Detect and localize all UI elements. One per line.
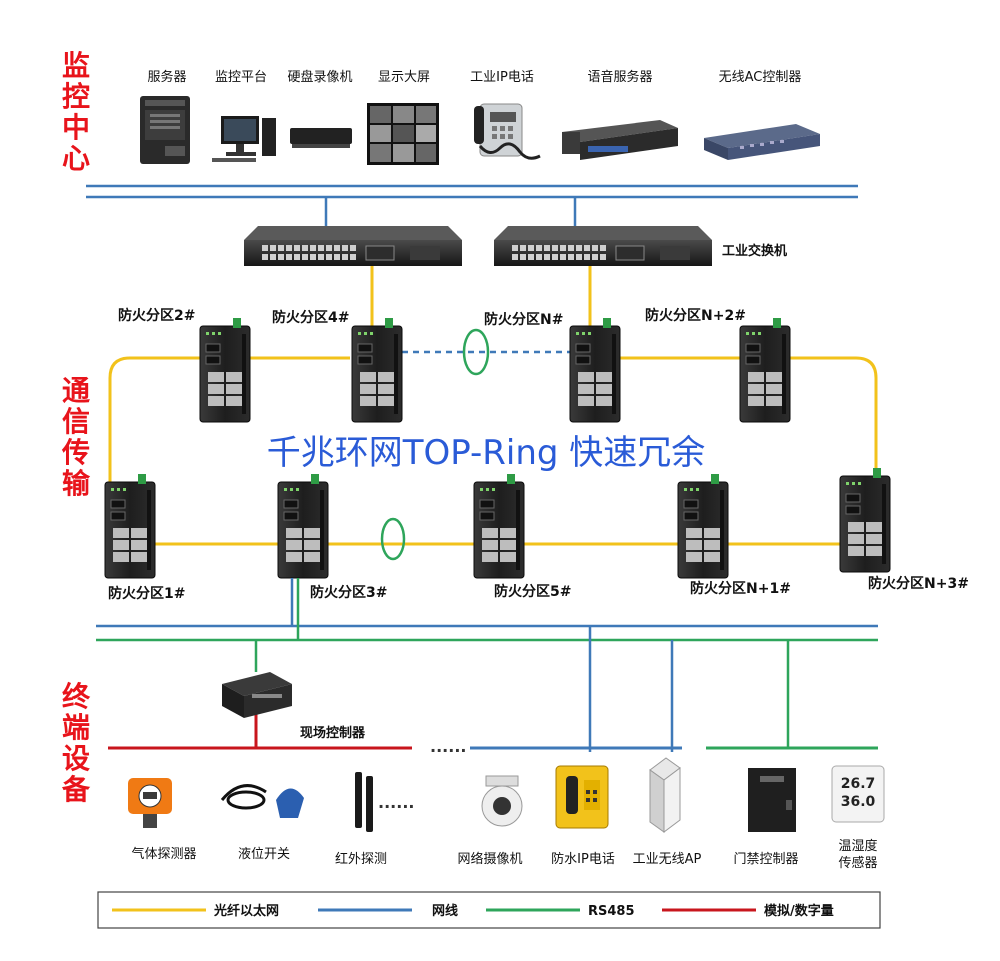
zone-label-n: 防火分区N# (484, 311, 563, 328)
svg-text:红外探测: 红外探测 (335, 851, 387, 867)
ring-break-marker-bottom (380, 517, 406, 561)
wireless-ac-controller-icon (704, 124, 820, 160)
zone-label-n3: 防火分区N+3# (868, 575, 969, 592)
svg-text:网络摄像机: 网络摄像机 (457, 851, 522, 867)
network-camera-icon (481, 775, 523, 827)
zone-label-2: 防火分区2# (118, 307, 195, 324)
video-wall-icon (367, 103, 439, 165)
field-controller-icon (222, 672, 292, 718)
wireless-ap-icon (649, 757, 681, 833)
svg-text:终: 终 (62, 680, 91, 713)
ring-switch-zone1-icon (104, 473, 156, 579)
level-switch-icon (220, 784, 304, 818)
svg-text:气体探测器: 气体探测器 (131, 846, 196, 862)
sensor-reading-humidity: 36.0 (841, 794, 876, 810)
ring-switch-zoneN-icon (569, 317, 621, 423)
ring-switch-zoneN2-icon (739, 317, 791, 423)
field-buses (96, 578, 878, 752)
svg-text:控: 控 (62, 80, 90, 113)
gas-detector-icon (128, 778, 172, 828)
svg-text:传感器: 传感器 (838, 855, 877, 871)
zone-label-4: 防火分区4# (272, 309, 349, 326)
section-monitor-center: 监 控 中 心 (62, 49, 90, 175)
zone-label-1: 防火分区1# (108, 585, 185, 602)
terminal-device-labels: 气体探测器 液位开关 红外探测 网络摄像机 防水IP电话 工业无线AP 门禁控制… (131, 838, 877, 871)
temp-humidity-sensor-icon: 26.7 36.0 (831, 765, 885, 823)
svg-text:工业IP电话: 工业IP电话 (470, 70, 534, 85)
ring-switch-zone2-icon (199, 317, 251, 423)
legend-fiber: 光纤以太网 (213, 903, 279, 919)
fiber-ring (108, 266, 878, 546)
center-lan-bus (86, 184, 858, 230)
switch-label: 工业交换机 (722, 243, 787, 259)
ring-switch-zone3-icon (277, 473, 329, 579)
waterproof-ip-phone-icon (555, 765, 609, 829)
bus-continuation-dots: ...... (430, 737, 466, 756)
svg-text:语音服务器: 语音服务器 (587, 69, 652, 85)
ring-break-marker-top (462, 328, 490, 376)
svg-text:端: 端 (62, 711, 90, 744)
svg-text:工业无线AP: 工业无线AP (633, 852, 702, 867)
monitoring-platform-icon (212, 116, 276, 162)
legend-analog: 模拟/数字量 (764, 903, 834, 919)
svg-text:......: ...... (378, 793, 414, 812)
svg-text:通: 通 (62, 374, 90, 407)
svg-text:信: 信 (62, 405, 90, 438)
industrial-switch-1-icon (244, 226, 462, 266)
zone-label-n2: 防火分区N+2# (645, 307, 746, 324)
industrial-switch-2-icon (494, 226, 712, 266)
server-icon (140, 96, 190, 164)
legend: 光纤以太网 网线 RS485 模拟/数字量 (97, 891, 881, 929)
svg-text:门禁控制器: 门禁控制器 (733, 852, 798, 867)
ring-switch-zoneN1-icon (677, 473, 729, 579)
svg-text:液位开关: 液位开关 (238, 847, 290, 862)
access-controller-icon (748, 768, 796, 832)
ring-title: 千兆环网TOP-Ring 快速冗余 (267, 433, 706, 473)
svg-text:服务器: 服务器 (147, 69, 186, 85)
svg-text:备: 备 (61, 773, 91, 806)
svg-text:防水IP电话: 防水IP电话 (551, 851, 615, 867)
svg-text:监: 监 (62, 49, 90, 82)
zone-label-5: 防火分区5# (494, 583, 571, 600)
svg-text:传: 传 (61, 436, 90, 469)
sensor-reading-temp: 26.7 (841, 776, 876, 792)
svg-text:硬盘录像机: 硬盘录像机 (287, 69, 352, 85)
svg-text:监控平台: 监控平台 (215, 70, 267, 85)
ring-switch-zoneN3-icon (839, 467, 891, 573)
section-terminal: 终 端 设 备 (61, 680, 91, 806)
svg-text:输: 输 (62, 467, 91, 500)
ring-switch-zone5-icon (473, 473, 525, 579)
center-device-labels: 服务器 监控平台 硬盘录像机 显示大屏 工业IP电话 语音服务器 无线AC控制器 (147, 69, 801, 85)
zone-label-n1: 防火分区N+1# (690, 580, 791, 597)
ip-phone-icon (474, 103, 541, 160)
zone-label-3: 防火分区3# (310, 584, 387, 601)
section-communication: 通 信 传 输 (61, 374, 91, 500)
svg-text:中: 中 (62, 111, 90, 144)
ring-switch-zone4-icon (351, 317, 403, 423)
legend-cable: 网线 (432, 903, 458, 919)
field-controller-label: 现场控制器 (300, 725, 366, 741)
svg-text:无线AC控制器: 无线AC控制器 (719, 70, 802, 85)
legend-rs485: RS485 (588, 904, 635, 919)
voice-server-icon (562, 120, 678, 160)
svg-text:温湿度: 温湿度 (838, 838, 877, 854)
dvr-icon (290, 128, 352, 148)
infrared-detector-icon: ...... (355, 772, 414, 832)
svg-text:显示大屏: 显示大屏 (378, 70, 430, 85)
svg-text:心: 心 (62, 142, 90, 175)
svg-text:设: 设 (62, 742, 90, 775)
